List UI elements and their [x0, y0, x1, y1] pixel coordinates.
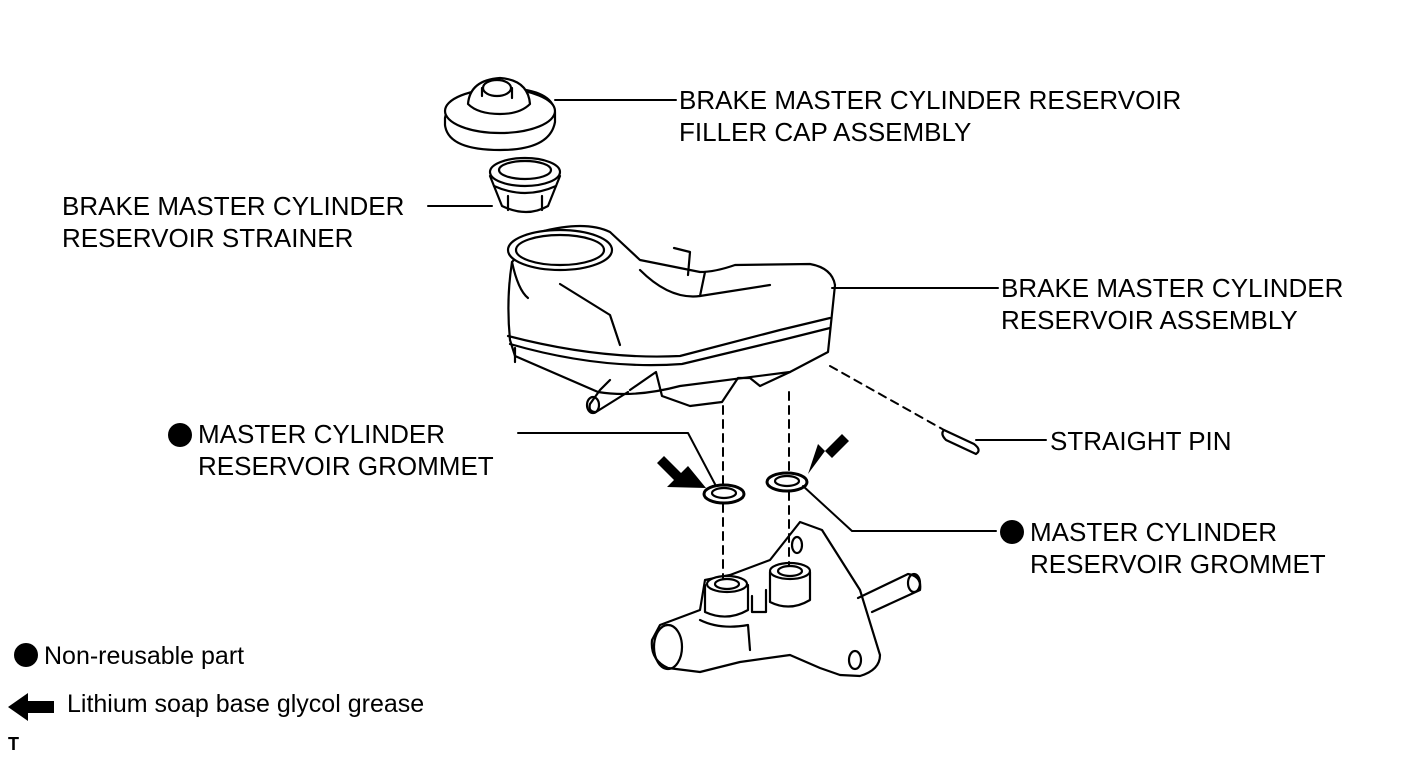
non-reusable-dot-icon	[168, 423, 192, 447]
label-line: MASTER CYLINDER	[198, 419, 446, 449]
label-filler-cap: BRAKE MASTER CYLINDER RESERVOIR FILLER C…	[679, 84, 1181, 148]
label-line: BRAKE MASTER CYLINDER	[62, 191, 405, 221]
legend-grease: Lithium soap base glycol grease	[67, 690, 424, 719]
label-line: STRAIGHT PIN	[1050, 426, 1232, 456]
label-line: BRAKE MASTER CYLINDER	[1001, 273, 1344, 303]
label-strainer: BRAKE MASTER CYLINDER RESERVOIR STRAINER	[62, 190, 404, 254]
filler-cap-part	[443, 76, 557, 152]
legend-non-reusable: Non-reusable part	[14, 642, 244, 671]
label-straight-pin: STRAIGHT PIN	[1050, 425, 1232, 457]
label-line: BRAKE MASTER CYLINDER RESERVOIR	[679, 85, 1182, 115]
grease-arrow-left-icon	[657, 456, 706, 488]
label-line: RESERVOIR GROMMET	[198, 451, 494, 481]
reservoir-tank-part	[506, 224, 837, 415]
label-line: RESERVOIR GROMMET	[1030, 549, 1326, 579]
non-reusable-dot-icon	[14, 643, 38, 667]
label-grommet-left: MASTER CYLINDER RESERVOIR GROMMET	[198, 418, 494, 482]
legend-grease-arrow-icon	[8, 693, 54, 721]
alignment-lines	[722, 365, 945, 579]
strainer-part	[488, 156, 562, 214]
label-reservoir-assembly: BRAKE MASTER CYLINDER RESERVOIR ASSEMBLY	[1001, 272, 1343, 336]
grease-arrow-right-icon	[808, 434, 849, 474]
non-reusable-dot-icon	[1000, 520, 1024, 544]
straight-pin-part	[941, 428, 980, 456]
grommet-right-part	[765, 471, 809, 493]
label-line: RESERVOIR STRAINER	[62, 223, 354, 253]
label-grommet-right: MASTER CYLINDER RESERVOIR GROMMET	[1030, 516, 1326, 580]
label-line: MASTER CYLINDER	[1030, 517, 1278, 547]
label-line: FILLER CAP ASSEMBLY	[679, 117, 972, 147]
legend-non-reusable-text: Non-reusable part	[44, 642, 245, 670]
master-cylinder-part	[650, 520, 922, 678]
corner-mark-text: T	[8, 734, 19, 754]
corner-mark: T	[8, 734, 19, 755]
leader-lines	[427, 99, 1047, 532]
grommet-left-part	[702, 483, 746, 505]
label-line: RESERVOIR ASSEMBLY	[1001, 305, 1298, 335]
legend-grease-text: Lithium soap base glycol grease	[67, 690, 425, 718]
